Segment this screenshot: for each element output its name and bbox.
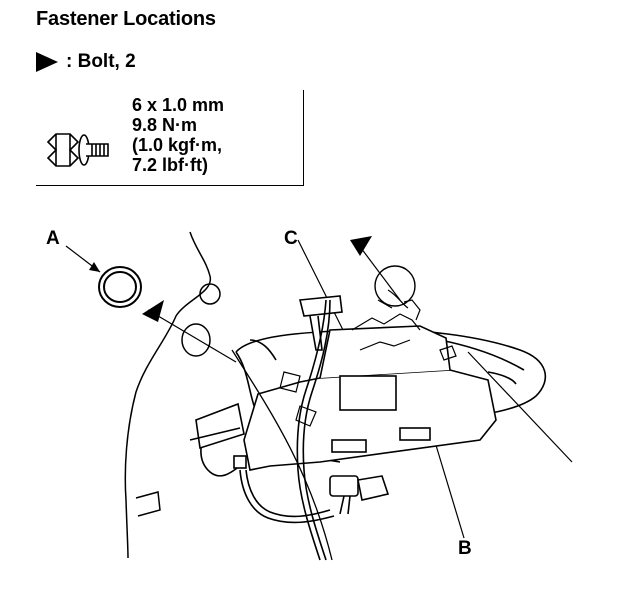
- left-bracket: [189, 402, 247, 469]
- torque-kgf: (1.0 kgf·m,: [132, 135, 223, 155]
- door-panel-outline: [124, 231, 221, 559]
- callout-b: B: [458, 538, 472, 559]
- cable-connector: [329, 475, 390, 515]
- bolt-location-arrows: [142, 236, 372, 322]
- fastener-spec-box: [36, 90, 304, 186]
- bolt-icon: [46, 133, 109, 167]
- bolt-legend-label: : Bolt, 2: [66, 51, 136, 72]
- leader-arrows: [89, 262, 100, 272]
- bolt-legend: : Bolt, 2: [36, 50, 136, 74]
- o-ring-a: [98, 266, 142, 308]
- leader-lines: [65, 239, 573, 539]
- callout-a: A: [46, 228, 60, 249]
- torque-lbf: 7.2 lbf·ft): [132, 155, 208, 175]
- bolt-size: 6 x 1.0 mm: [132, 95, 225, 115]
- door-edge-curve: [231, 349, 333, 561]
- bolt-arrow-icon: [36, 52, 58, 72]
- torque-nm: 9.8 N·m: [132, 115, 198, 135]
- fastener-spec-text: 6 x 1.0 mm 9.8 N·m (1.0 kgf·m, 7.2 lbf·f…: [132, 95, 224, 175]
- page-title: Fastener Locations: [36, 8, 216, 30]
- latch-mechanism: [279, 289, 457, 427]
- upper-bolt-hole: [374, 265, 416, 307]
- callout-c: C: [284, 228, 298, 249]
- cables: [200, 299, 335, 561]
